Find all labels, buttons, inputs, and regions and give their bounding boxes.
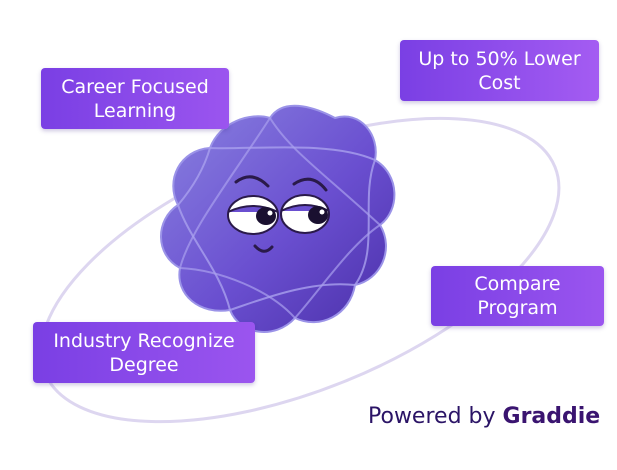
left-eyebrow (234, 175, 270, 188)
tag-industry-label: Industry Recognize Degree (53, 329, 235, 376)
tag-lower-cost: Up to 50% Lower Cost (400, 40, 599, 101)
tag-career-label: Career Focused Learning (61, 75, 209, 122)
tag-cost-label: Up to 50% Lower Cost (418, 47, 581, 94)
powered-by-footer: Powered by Graddie (368, 404, 600, 429)
tag-compare-label: Compare Program (474, 273, 561, 319)
tag-career-focused-learning: Career Focused Learning (41, 68, 229, 129)
tag-industry-degree: Industry Recognize Degree (33, 322, 255, 383)
right-eyebrow (292, 177, 328, 192)
powered-by-prefix: Powered by (368, 404, 496, 429)
tag-compare-program: Compare Program (431, 266, 604, 326)
left-eye (227, 195, 279, 235)
right-eye (280, 194, 330, 234)
brand-name: Graddie (502, 404, 601, 429)
mascot-smile (253, 244, 274, 253)
